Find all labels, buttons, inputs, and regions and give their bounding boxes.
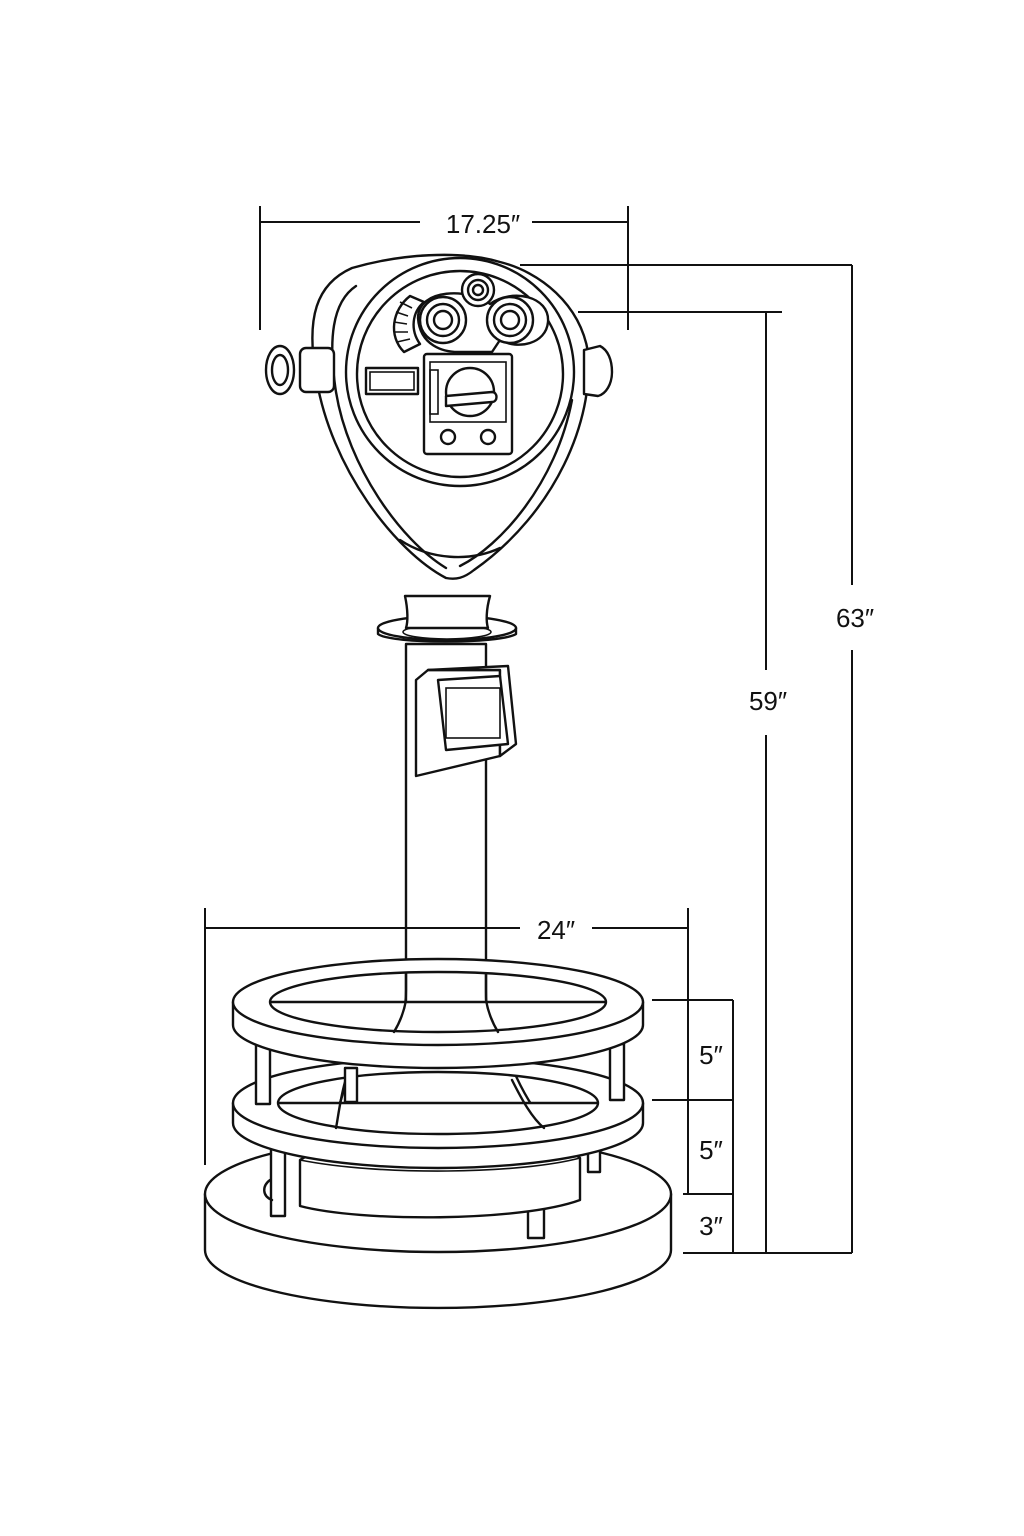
- eyepieces: [416, 272, 550, 354]
- label-plate: [364, 366, 420, 396]
- control-panel: [422, 352, 514, 456]
- focus-gear: [392, 294, 426, 354]
- right-side-knob: [582, 344, 614, 398]
- coin-box: [414, 664, 518, 778]
- flare-edge-right: [510, 1078, 546, 1130]
- head-neck: [403, 594, 492, 630]
- middle-ring: [231, 1056, 645, 1170]
- dim-base-width: 24″: [537, 915, 575, 945]
- dim-lower-ring-gap: 5″: [699, 1135, 723, 1165]
- dim-overall-height: 63″: [836, 603, 874, 633]
- dim-upper-ring-gap: 5″: [699, 1040, 723, 1070]
- top-ring: [231, 957, 645, 1070]
- dim-top-width: 17.25″: [446, 209, 520, 239]
- upper-support-posts: [254, 1042, 626, 1106]
- dimension-lines: [204, 206, 853, 1254]
- dim-base-height: 3″: [699, 1211, 723, 1241]
- dim-eyepiece-height: 59″: [749, 686, 787, 716]
- left-side-knob: [264, 344, 336, 396]
